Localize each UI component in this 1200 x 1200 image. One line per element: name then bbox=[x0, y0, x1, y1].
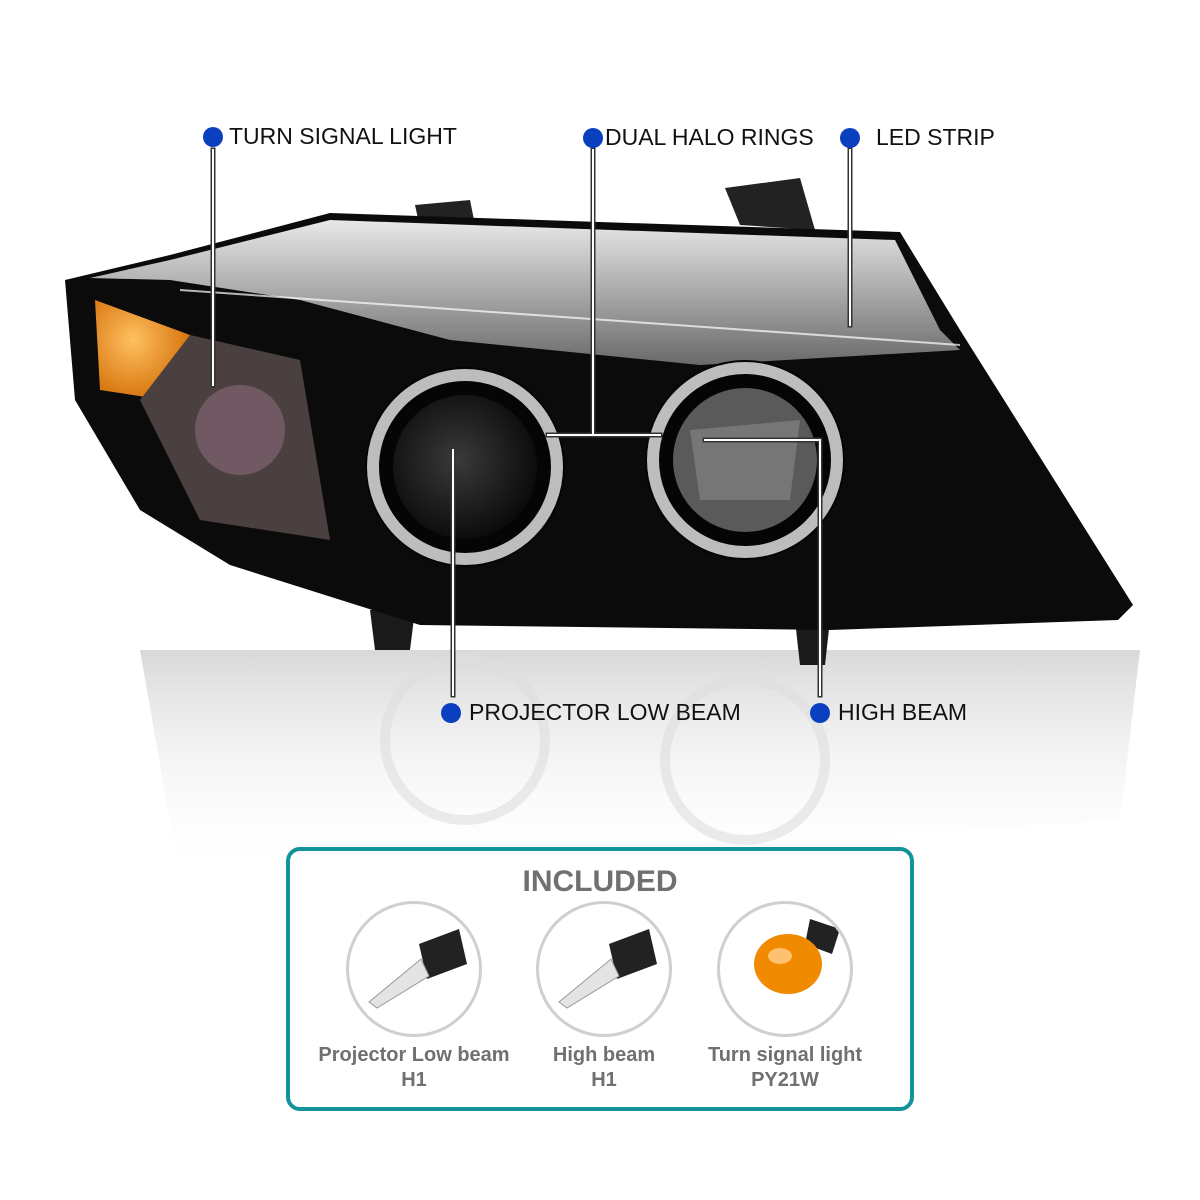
dot-icon bbox=[583, 127, 603, 148]
item-name: Turn signal light bbox=[707, 1044, 863, 1066]
item-name: Projector Low beam bbox=[318, 1044, 510, 1066]
callout-label: TURN SIGNAL LIGHT bbox=[229, 123, 457, 149]
dot-icon bbox=[203, 126, 223, 147]
item-bulb: H1 bbox=[591, 1069, 617, 1091]
halo-ring-high bbox=[647, 362, 843, 558]
dot-icon bbox=[441, 702, 461, 723]
item-name: High beam bbox=[552, 1044, 656, 1066]
callout-high-beam: HIGH BEAM bbox=[810, 699, 967, 726]
item-bulb: PY21W bbox=[751, 1069, 819, 1091]
h1-bulb-icon bbox=[346, 901, 482, 1037]
dot-icon bbox=[810, 702, 830, 723]
callout-led-strip: LED STRIP bbox=[840, 124, 995, 151]
h1-bulb-icon bbox=[536, 901, 672, 1037]
amber-bulb-icon bbox=[717, 901, 853, 1037]
headlight-reflection bbox=[140, 650, 1140, 880]
callout-label: PROJECTOR LOW BEAM bbox=[469, 699, 741, 725]
halo-ring-low bbox=[367, 369, 563, 565]
dot-icon bbox=[840, 127, 860, 148]
callout-label: LED STRIP bbox=[876, 124, 995, 150]
callout-label: HIGH BEAM bbox=[838, 699, 968, 725]
callout-turn-signal: TURN SIGNAL LIGHT bbox=[203, 123, 457, 150]
callout-lines bbox=[210, 147, 853, 698]
item-bulb: H1 bbox=[401, 1069, 427, 1091]
callout-label: DUAL HALO RINGS bbox=[605, 124, 814, 150]
callout-dual-halo: DUAL HALO RINGS bbox=[583, 124, 814, 151]
included-title: INCLUDED bbox=[522, 865, 678, 898]
callout-projector: PROJECTOR LOW BEAM bbox=[441, 699, 741, 726]
